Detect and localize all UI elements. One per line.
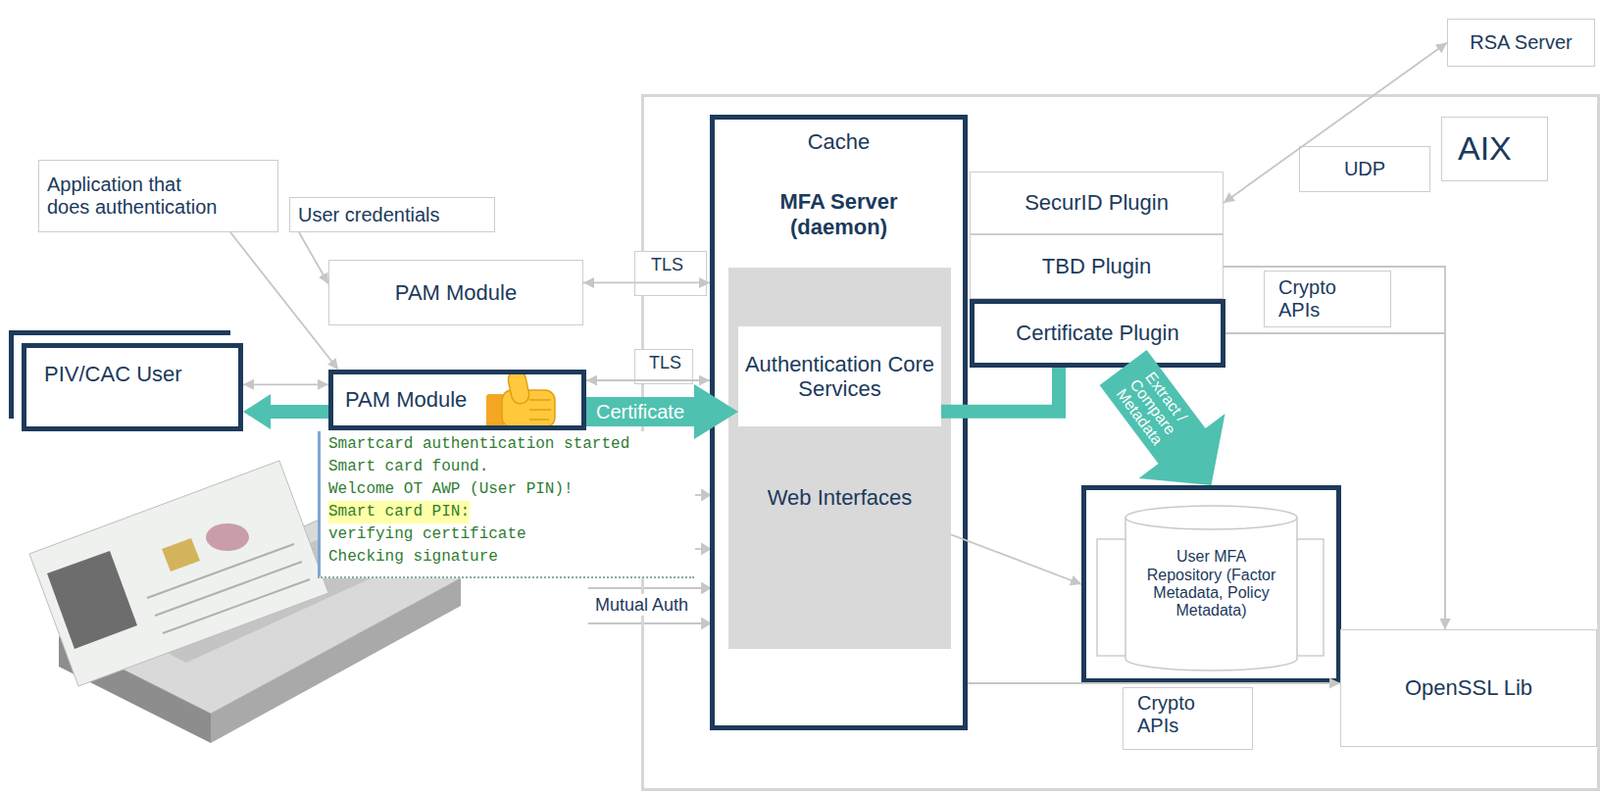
library-box: OpenSSL Lib <box>1340 629 1598 748</box>
protocol-box: TLS <box>634 349 694 385</box>
core-panel: Web Interfaces Authentication Core Servic… <box>728 267 951 650</box>
arrow-label: Certificate <box>596 400 685 423</box>
node-text: TBD Plugin <box>1042 253 1151 279</box>
connector <box>586 379 710 382</box>
thumb-crease <box>529 408 551 411</box>
node-text: Checking signature <box>328 546 499 569</box>
wire <box>588 587 702 590</box>
repository-box: User MFA Repository (Factor Metadata, Po… <box>1081 485 1342 684</box>
connector <box>1223 43 1448 204</box>
node-text: Crypto APIs <box>1278 276 1357 322</box>
node-text: Welcome OT AWP (User PIN)! <box>328 478 574 501</box>
card-body <box>29 460 329 687</box>
node-text: Smart card found. <box>328 455 489 479</box>
wire-head <box>701 618 710 629</box>
thumbs-up-icon <box>486 369 555 428</box>
terminal-screenshot: Smartcard authentication startedSmart ca… <box>317 431 695 579</box>
thumb-crease <box>529 399 551 401</box>
connector <box>583 282 710 285</box>
connector <box>243 383 329 386</box>
service-box: Authentication Core Services <box>738 326 942 427</box>
wire <box>695 494 702 497</box>
card-line <box>154 561 302 616</box>
node-text: AIX <box>1441 116 1549 182</box>
card-line <box>162 579 310 634</box>
node-text: PAM Module <box>395 280 517 305</box>
card-chip <box>161 538 200 572</box>
protocol-box: TLS <box>634 250 707 297</box>
plugin-box: TBD Plugin <box>969 234 1224 300</box>
node-text: TLS <box>649 352 682 374</box>
daemon-box: CacheMFA Server (daemon) Web Interfaces Au… <box>709 114 968 731</box>
node-text: TLS <box>650 254 684 276</box>
wire-head <box>701 490 710 500</box>
connector <box>950 534 1082 585</box>
node-text: Web Interfaces <box>767 485 913 510</box>
connector <box>967 682 1341 685</box>
wire-label: Mutual Auth <box>592 594 692 616</box>
platform-frame: AIX UDP CacheMFA Server (daemon) Web Interf… <box>641 94 1600 792</box>
card-photo <box>47 550 138 650</box>
highlight-arrow <box>941 367 1059 412</box>
node-text: SecurID Plugin <box>1024 190 1169 215</box>
highlight-arrow <box>243 394 329 430</box>
wire-head <box>701 583 710 594</box>
wire <box>695 548 702 550</box>
card-line <box>147 544 295 599</box>
id-card <box>29 460 329 687</box>
cylinder-top <box>1125 505 1298 530</box>
connector <box>230 232 339 370</box>
node-text: User MFA Repository (Factor Metadata, Po… <box>1147 548 1277 621</box>
thumb-finger <box>506 369 532 406</box>
cylinder-body <box>1125 517 1298 671</box>
server-box: RSA Server <box>1447 18 1596 67</box>
wire-head <box>701 544 710 554</box>
highlight-arrow <box>1100 350 1226 486</box>
node-text: PAM Module <box>345 387 467 412</box>
wire <box>588 622 702 625</box>
node-text: User credentials <box>298 203 441 227</box>
node-text: Authentication Core Services <box>738 351 942 402</box>
node-text: UDP <box>1344 157 1386 181</box>
connector <box>1225 333 1446 630</box>
card-stamp <box>205 523 250 551</box>
node-text: RSA Server <box>1469 31 1572 54</box>
plugin-box: SecurID Plugin <box>969 171 1224 235</box>
node-text: PIV/CAC User <box>44 361 183 387</box>
node-text: Smart card PIN: <box>328 500 470 524</box>
thumb-crease <box>529 418 550 421</box>
node-text: OpenSSL Lib <box>1404 675 1533 700</box>
plugin-box: Certificate Plugin <box>969 299 1226 368</box>
node-text: Application that does authentication <box>47 173 224 219</box>
api-box: Crypto APIs <box>1122 687 1253 750</box>
pam-module-box: PAM Module <box>328 259 584 326</box>
node-text: Cache <box>807 129 871 154</box>
connector <box>1223 266 1446 630</box>
application-box: Application that does authentication <box>38 159 279 233</box>
api-box: Crypto APIs <box>1263 270 1392 328</box>
node-text: Crypto APIs <box>1137 692 1216 738</box>
protocol-box: UDP <box>1299 146 1431 193</box>
node-text: verifying certificate <box>328 523 527 547</box>
pam-module-box: PAM Module <box>328 369 587 431</box>
node-text: MFA Server (daemon) <box>755 189 923 240</box>
node-text: Smartcard authentication started <box>328 433 630 456</box>
user-box: PIV/CAC User <box>21 343 244 432</box>
node-text: Certificate Plugin <box>1015 320 1179 346</box>
connector <box>299 232 329 285</box>
credentials-box: User credentials <box>289 197 496 233</box>
highlight-arrow <box>586 384 739 440</box>
